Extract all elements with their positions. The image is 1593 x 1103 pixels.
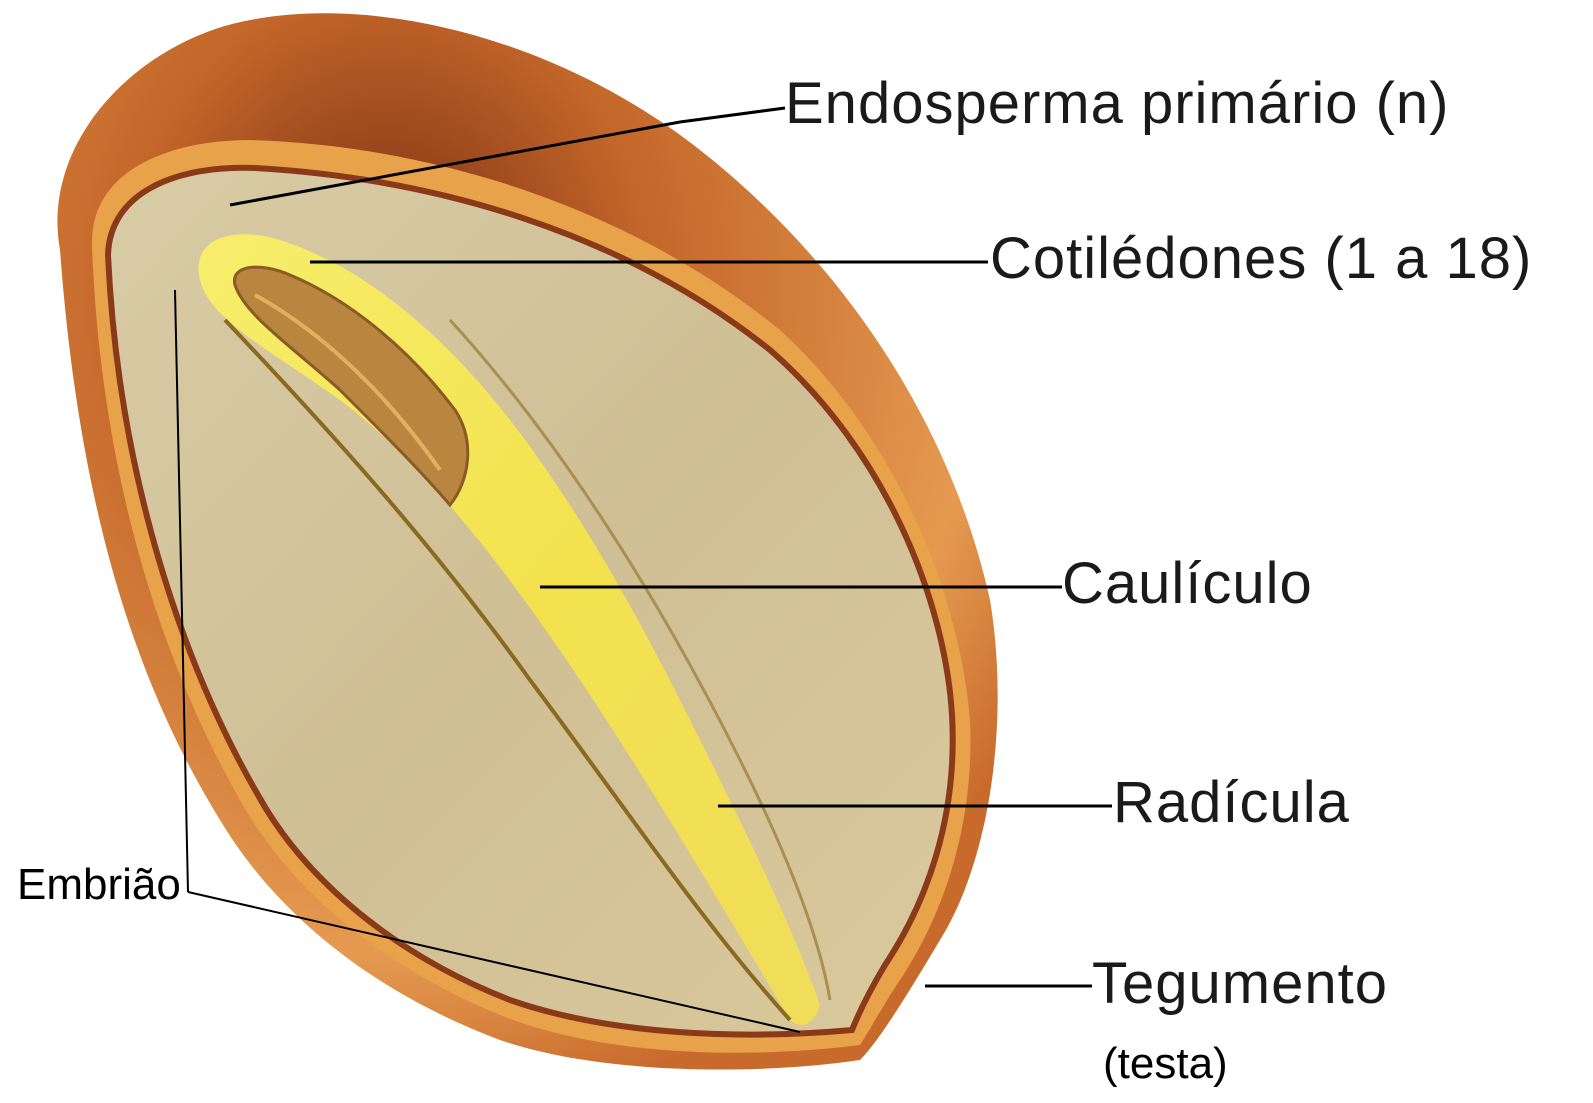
label-radicula: Radícula <box>1113 770 1350 835</box>
label-cauliculo: Caulículo <box>1062 551 1313 616</box>
label-tegumento: Tegumento <box>1092 951 1388 1016</box>
label-cotiledones: Cotilédones (1 a 18) <box>990 226 1532 291</box>
label-embriao: Embrião <box>17 860 181 909</box>
label-endosperma: Endosperma primário (n) <box>785 71 1449 136</box>
label-testa: (testa) <box>1103 1039 1228 1088</box>
